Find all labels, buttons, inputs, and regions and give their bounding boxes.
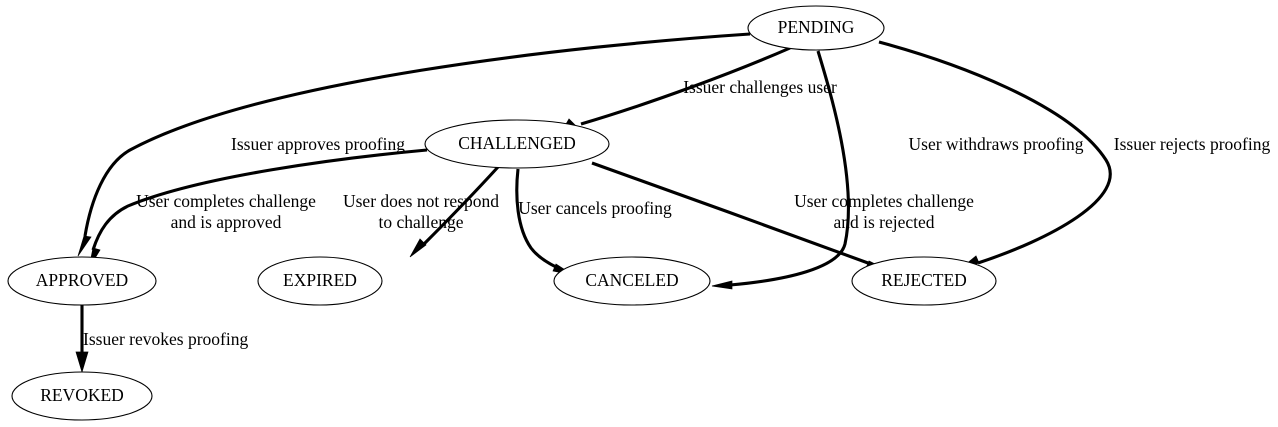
edge-label-line: and is approved [171, 212, 282, 232]
node-ellipse-rejected[interactable] [851, 256, 997, 306]
edge-label-pending-challenged: Issuer challenges user [683, 77, 837, 97]
node-ellipse-challenged[interactable] [424, 119, 610, 169]
state-node-expired[interactable]: EXPIRED [257, 256, 383, 306]
state-node-approved[interactable]: APPROVED [7, 256, 157, 306]
node-ellipse-revoked[interactable] [11, 371, 153, 421]
edge-label-line: User does not respond [343, 191, 499, 211]
edge-label-pending-approved: Issuer approves proofing [231, 134, 405, 154]
node-ellipse-pending[interactable] [747, 5, 885, 51]
edge-label-line: User completes challenge [136, 191, 316, 211]
edge-label-pending-canceled: User withdraws proofing [909, 134, 1084, 154]
edge-pending-canceled [711, 50, 850, 290]
arrowhead-icon-pending-canceled [711, 280, 733, 290]
edge-line-challenged-canceled [515, 168, 557, 269]
edge-label-line: Issuer revokes proofing [83, 329, 248, 349]
state-node-pending[interactable]: PENDING [747, 5, 885, 51]
edge-line-challenged-rejected [591, 161, 869, 265]
state-node-rejected[interactable]: REJECTED [851, 256, 997, 306]
edge-line-challenged-approved [91, 148, 428, 251]
edge-label-approved-revoked: Issuer revokes proofing [83, 329, 248, 349]
edge-label-challenged-canceled: User cancels proofing [518, 198, 672, 218]
edge-label-line: Issuer rejects proofing [1114, 134, 1271, 154]
state-node-revoked[interactable]: REVOKED [11, 371, 153, 421]
edge-label-line: and is rejected [833, 212, 934, 232]
edge-challenged-expired [409, 165, 500, 258]
edge-pending-rejected [878, 40, 1112, 270]
edge-label-line: User cancels proofing [518, 198, 672, 218]
edge-line-pending-canceled [729, 50, 850, 287]
edge-label-line: User withdraws proofing [909, 134, 1084, 154]
state-node-challenged[interactable]: CHALLENGED [424, 119, 610, 169]
node-ellipse-expired[interactable] [257, 256, 383, 306]
state-node-canceled[interactable]: CANCELED [553, 256, 711, 306]
edge-label-line: to challenge [378, 212, 463, 232]
node-ellipse-canceled[interactable] [553, 256, 711, 306]
edge-label-line: User completes challenge [794, 191, 974, 211]
edge-line-pending-challenged [580, 46, 791, 126]
edge-label-line: Issuer challenges user [683, 77, 837, 97]
node-ellipse-approved[interactable] [7, 256, 157, 306]
arrowhead-icon-approved-revoked [75, 351, 89, 374]
edge-label-line: Issuer approves proofing [231, 134, 405, 154]
edge-pending-approved [77, 32, 751, 257]
edge-challenged-canceled [515, 168, 574, 276]
edge-approved-revoked [75, 305, 89, 374]
edge-line-challenged-expired [422, 165, 500, 246]
edge-label-pending-rejected: Issuer rejects proofing [1114, 134, 1271, 154]
edge-line-pending-rejected [878, 40, 1112, 265]
edge-line-pending-approved [83, 32, 751, 237]
arrowhead-icon-pending-approved [77, 235, 92, 257]
arrowhead-icon-challenged-expired [409, 238, 427, 258]
